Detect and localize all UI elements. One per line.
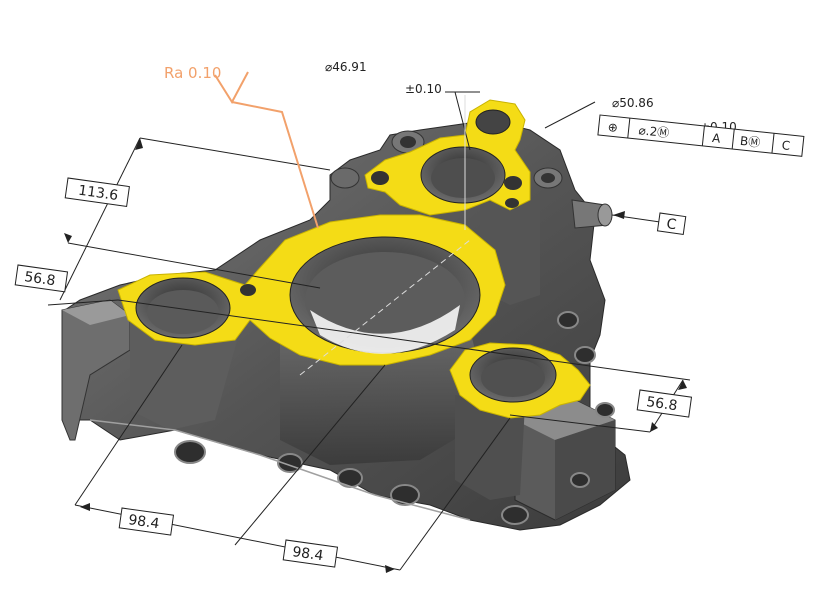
dim-bottom-left-text: 98.4	[127, 512, 160, 532]
gdt-datum-c: C	[781, 138, 791, 153]
surface-finish-callout: Ra 0.10	[164, 64, 319, 229]
dim-right-offset-text: 56.8	[645, 394, 678, 414]
dim-right-offset: 56.8	[636, 389, 693, 418]
gdt-feature-control-frame: ⊕ ⌀.2Ⓜ A BⓂ C	[597, 114, 805, 157]
small-bore-tolerance: ±0.10	[405, 82, 442, 96]
gdt-position-symbol: ⊕	[607, 120, 618, 135]
small-bore-diameter: ⌀46.91	[325, 60, 367, 74]
dim-vertical-short: 56.8	[14, 264, 69, 293]
datum-c-label: C	[656, 212, 687, 236]
dim-vertical-long: 113.6	[64, 177, 130, 207]
datum-c-text: C	[665, 216, 677, 233]
dim-bottom-right: 98.4	[282, 539, 339, 568]
dim-vertical-long-text: 113.6	[77, 183, 119, 204]
bore-openings	[135, 109, 557, 403]
small-bore-callout: ⌀46.91 ±0.10	[325, 60, 480, 96]
surface-finish-label: Ra 0.10	[164, 64, 221, 82]
large-bore-diameter: ⌀50.86	[612, 96, 654, 110]
gdt-datum-a: A	[711, 131, 721, 146]
arrowheads	[64, 138, 687, 573]
gdt-tolerance: ⌀.2Ⓜ	[638, 123, 670, 140]
dim-bottom-left: 98.4	[118, 507, 175, 536]
dim-bottom-right-text: 98.4	[291, 544, 324, 564]
dim-vertical-short-text: 56.8	[23, 269, 56, 289]
gdt-datum-b: BⓂ	[739, 134, 761, 150]
